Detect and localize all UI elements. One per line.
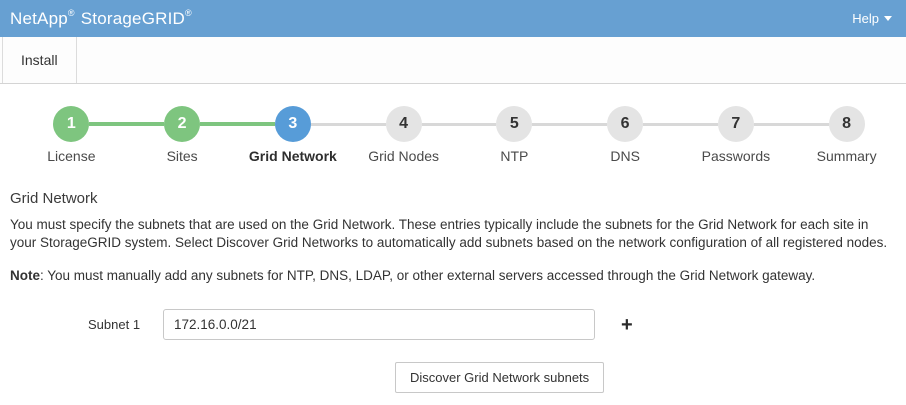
- page-description: You must specify the subnets that are us…: [10, 217, 888, 250]
- step-circle[interactable]: 4: [385, 106, 422, 142]
- subnet-input[interactable]: [163, 309, 595, 341]
- brand-name: NetApp: [10, 8, 68, 28]
- app-header: NetApp®StorageGRID® Help: [0, 0, 906, 37]
- discover-subnets-button[interactable]: Discover Grid Network subnets: [395, 362, 605, 394]
- connector: [200, 122, 238, 126]
- tab-install-label: Install: [21, 52, 58, 68]
- connector: [569, 122, 608, 126]
- step-circle[interactable]: 5: [496, 106, 533, 142]
- step-grid-network[interactable]: 3 Grid Network: [237, 106, 349, 164]
- connector: [459, 122, 497, 126]
- step-circle[interactable]: 1: [53, 106, 90, 142]
- step-circle[interactable]: 2: [164, 106, 201, 142]
- step-label: Grid Nodes: [368, 148, 440, 164]
- connector: [126, 122, 165, 126]
- registered-mark: ®: [67, 7, 75, 18]
- step-circle[interactable]: 6: [607, 106, 644, 142]
- step-label: DNS: [610, 148, 640, 164]
- connector: [680, 122, 718, 126]
- connector: [753, 122, 792, 126]
- subnet-label: Subnet 1: [88, 317, 141, 333]
- discover-row: Discover Grid Network subnets: [10, 362, 896, 394]
- add-subnet-button[interactable]: +: [621, 313, 633, 336]
- step-label: License: [47, 148, 96, 164]
- step-label: Passwords: [701, 148, 771, 164]
- install-stepper: 1 License 2 Sites 3 Grid Network 4 Grid …: [0, 84, 906, 164]
- main-content: Grid Network You must specify the subnet…: [0, 164, 906, 394]
- step-license[interactable]: 1 License: [16, 106, 127, 164]
- step-label: Summary: [816, 148, 877, 164]
- page-title: Grid Network: [10, 190, 98, 207]
- step-grid-nodes[interactable]: 4 Grid Nodes: [348, 106, 459, 164]
- step-ntp[interactable]: 5 NTP: [459, 106, 570, 164]
- note-text: Note: You must manually add any subnets …: [10, 268, 816, 284]
- tab-bar: Install: [0, 37, 906, 84]
- step-label: Grid Network: [248, 148, 337, 164]
- help-label: Help: [852, 11, 879, 26]
- connector: [310, 122, 349, 126]
- connector: [791, 122, 829, 126]
- connector: [643, 122, 681, 126]
- step-circle[interactable]: 7: [717, 106, 754, 142]
- note-label: Note: [10, 268, 40, 284]
- connector: [348, 122, 386, 126]
- tab-install[interactable]: Install: [2, 37, 77, 83]
- step-dns[interactable]: 6 DNS: [569, 106, 681, 164]
- help-menu[interactable]: Help: [852, 11, 892, 26]
- subnet-row: Subnet 1 +: [10, 309, 896, 341]
- step-label: Sites: [166, 148, 198, 164]
- step-sites[interactable]: 2 Sites: [126, 106, 238, 164]
- connector: [532, 122, 570, 126]
- step-label: NTP: [500, 148, 529, 164]
- brand-product: StorageGRID: [80, 8, 185, 28]
- registered-mark: ®: [185, 7, 192, 18]
- connector: [421, 122, 459, 126]
- step-passwords[interactable]: 7 Passwords: [680, 106, 792, 164]
- step-circle[interactable]: 8: [828, 106, 865, 142]
- caret-down-icon: [884, 16, 892, 21]
- step-circle[interactable]: 3: [274, 106, 311, 142]
- connector: [237, 122, 275, 126]
- brand-title: NetApp®StorageGRID®: [10, 7, 192, 29]
- step-summary[interactable]: 8 Summary: [791, 106, 902, 164]
- connector: [89, 122, 127, 126]
